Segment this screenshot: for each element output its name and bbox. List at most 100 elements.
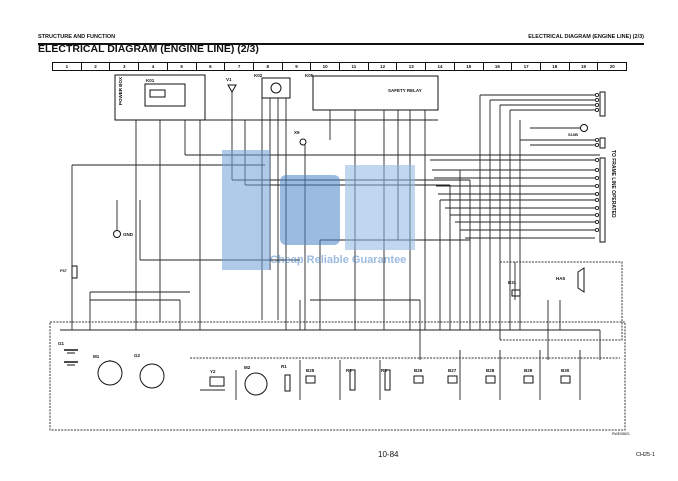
horn-icon (577, 267, 585, 293)
motor-m2-icon (244, 372, 268, 396)
connector-pin (594, 212, 600, 218)
ground-terminal-icon (580, 124, 588, 132)
resistor-icon (284, 374, 291, 392)
column-number: 20 (609, 64, 615, 69)
x9-label: X9 (294, 130, 300, 135)
s10b-label: S10B (568, 132, 578, 137)
pressure-switch-icon (485, 375, 496, 384)
y2-label: Y2 (210, 369, 216, 374)
column-number: 17 (512, 63, 541, 70)
column-number: 14 (426, 63, 455, 70)
page-title: ELECTRICAL DIAGRAM (ENGINE LINE) (2/3) (38, 43, 259, 55)
switch-b31-icon (511, 289, 521, 297)
column-number: 1 (53, 63, 82, 70)
b29-label: B29 (524, 368, 533, 373)
column-number: 19 (570, 63, 599, 70)
connector-bracket (599, 91, 606, 117)
column-number: 18 (541, 63, 570, 70)
watermark: Cheap Reliable Guarantee (222, 150, 415, 270)
connector-pin (594, 227, 600, 233)
r3-label: R3 (381, 368, 387, 373)
thermistor-icon (349, 369, 356, 391)
connector-pin (594, 191, 600, 197)
doc-code: CH25-1 (636, 452, 655, 458)
relay-coil-icon (149, 89, 166, 98)
horn-boundary (499, 261, 623, 341)
pressure-switch-icon (305, 375, 316, 384)
column-number: 4 (139, 63, 168, 70)
column-number: 9 (283, 63, 312, 70)
connector-pin (594, 137, 600, 143)
frame-line-label: TO FRAME LINE OPERATED (610, 150, 616, 218)
header-rule (38, 43, 644, 45)
column-number: 8 (254, 63, 283, 70)
pressure-switch-icon (560, 375, 571, 384)
column-number: 12 (369, 63, 398, 70)
engine-harness-boundary (49, 321, 626, 431)
m1-label: M1 (93, 354, 100, 359)
connector-pin (594, 175, 600, 181)
connector-pin (594, 205, 600, 211)
page-number: 10-84 (378, 450, 399, 459)
connector-pin (594, 92, 600, 98)
connector-pin (594, 102, 600, 108)
connector-pin (594, 167, 600, 173)
column-number: 2 (82, 63, 111, 70)
k02-symbol-icon (270, 82, 282, 94)
ground-point-icon (113, 230, 121, 238)
connector-pin (594, 197, 600, 203)
safety-relay-label: SAFETY RELAY (388, 88, 422, 93)
power-box-label: POWER BOX (118, 77, 123, 105)
connector-pin (594, 219, 600, 225)
relay-k01 (144, 83, 186, 107)
connector-pin (594, 183, 600, 189)
figure-ref: RWE08821 (612, 432, 630, 436)
b31-label: B31 (508, 280, 517, 285)
k05-label: K05 (305, 73, 314, 78)
pressure-switch-icon (413, 375, 424, 384)
connector-pin (594, 157, 600, 163)
column-number: 10 (311, 63, 341, 70)
starter-motor-icon (97, 360, 123, 386)
diode-icon (227, 84, 237, 94)
column-number: 15 (455, 63, 484, 70)
column-number: 16 (484, 63, 513, 70)
column-number: 13 (397, 63, 427, 70)
svg-text:Cheap Reliable Guarantee: Cheap Reliable Guarantee (270, 254, 406, 266)
m2-label: M2 (244, 365, 251, 370)
b27-label: B27 (448, 368, 457, 373)
page-header-right: ELECTRICAL DIAGRAM (ENGINE LINE) (2/3) (528, 34, 644, 40)
thermistor-icon (384, 369, 391, 391)
v1-label: V1 (226, 77, 232, 82)
alternator-icon (139, 363, 165, 389)
column-number: 11 (340, 63, 369, 70)
solenoid-icon (209, 376, 225, 387)
b30-label: B30 (561, 368, 570, 373)
gnd-label: GND (123, 232, 134, 237)
connector-pin (594, 97, 600, 103)
f67-label: F67 (60, 268, 68, 273)
section-header: STRUCTURE AND FUNCTION (38, 34, 116, 40)
column-number: 6 (197, 63, 226, 70)
ha5-label: HA5 (556, 276, 565, 281)
r1-label: R1 (281, 364, 287, 369)
b25-label: B25 (306, 368, 315, 373)
fuse-icon (71, 265, 78, 279)
b26-label: B26 (414, 368, 423, 373)
g1-label: G1 (58, 341, 65, 346)
r2-label: R2 (346, 368, 352, 373)
k02-label: K02 (254, 73, 263, 78)
pressure-switch-icon (523, 375, 534, 384)
pressure-switch-icon (447, 375, 458, 384)
column-number: 3 (110, 63, 140, 70)
b28-label: B28 (486, 368, 495, 373)
power-box (114, 74, 206, 121)
k01-label: K01 (146, 78, 155, 83)
column-number: 5 (168, 63, 197, 70)
connector-bracket (599, 137, 606, 149)
connector-pin (594, 142, 600, 148)
wires (60, 92, 601, 400)
connector-pin (594, 107, 600, 113)
